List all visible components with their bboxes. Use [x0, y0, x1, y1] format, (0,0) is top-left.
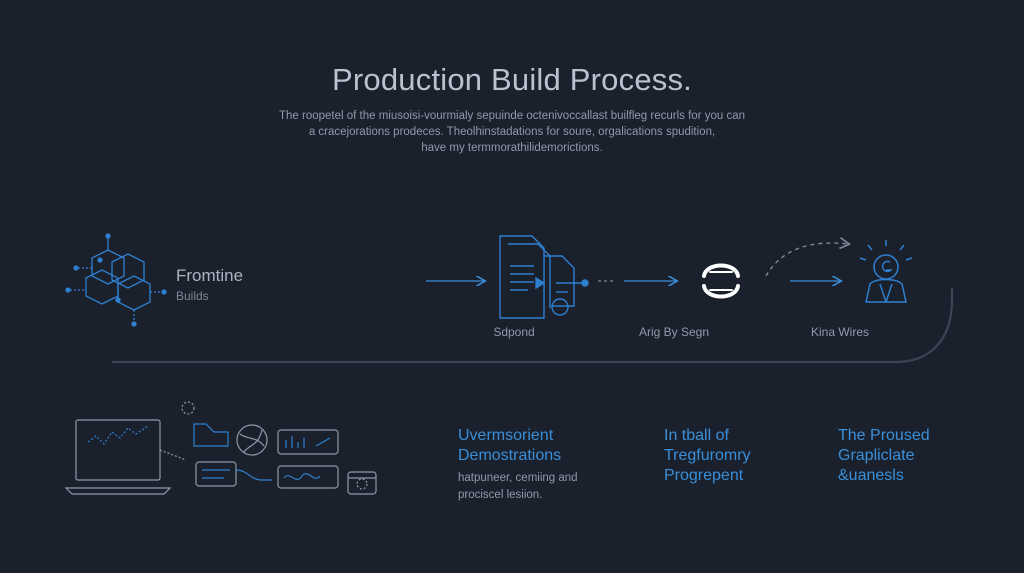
column-1-heading-line-1: Uvermsorient [458, 427, 554, 444]
person-badge-icon [859, 240, 913, 303]
network-cube-icon [65, 233, 167, 327]
page-title: Production Build Process. [332, 62, 692, 97]
column-1-heading: Uvermsorient Demostrations [458, 426, 561, 466]
step-label-1: Sdpond [493, 325, 535, 339]
column-2-heading: In tball of Tregfuromry Progrepent [664, 426, 751, 486]
source-subtitle: Builds [176, 289, 209, 303]
connector-line [112, 288, 954, 364]
column-2-heading-line-2: Tregfuromry [664, 447, 751, 464]
column-1-body-line-1: hatpuneer, cemiing and [458, 472, 578, 484]
subtitle-line-1: The roopetel of the miusoisi-vourmialy s… [279, 110, 745, 122]
column-2-heading-line-1: In tball of [664, 427, 729, 444]
laptop-icon [64, 419, 187, 495]
step-label-2: Arig By Segn [638, 325, 710, 339]
column-1-body-line-2: prociscel lesiion. [458, 489, 543, 501]
column-1-body: hatpuneer, cemiing and prociscel lesiion… [458, 470, 578, 504]
page-subtitle: The roopetel of the miusoisi-vourmialy s… [212, 108, 812, 156]
column-3-heading-line-2: Grapliclate [838, 447, 915, 464]
column-3-heading-line-3: &uanesls [838, 467, 904, 484]
column-1-heading-line-2: Demostrations [458, 447, 562, 464]
column-3-heading: The Proused Grapliclate &uanesls [838, 426, 930, 486]
link-symbol-icon [702, 263, 740, 299]
subtitle-line-3: have my termmorathilidemorictions. [421, 142, 603, 154]
flow-curve-dashed [765, 243, 848, 277]
subtitle-line-2: a cracejorations prodeces. Theolhinstada… [308, 126, 716, 138]
step-label-3: Kina Wires [810, 325, 869, 339]
column-3-heading-line-1: The Proused [838, 427, 930, 444]
column-2-heading-line-3: Progrepent [664, 467, 744, 484]
dashboard-panels-icon [181, 401, 377, 495]
document-flow-icon [499, 235, 589, 319]
source-title: Fromtine [176, 266, 244, 285]
